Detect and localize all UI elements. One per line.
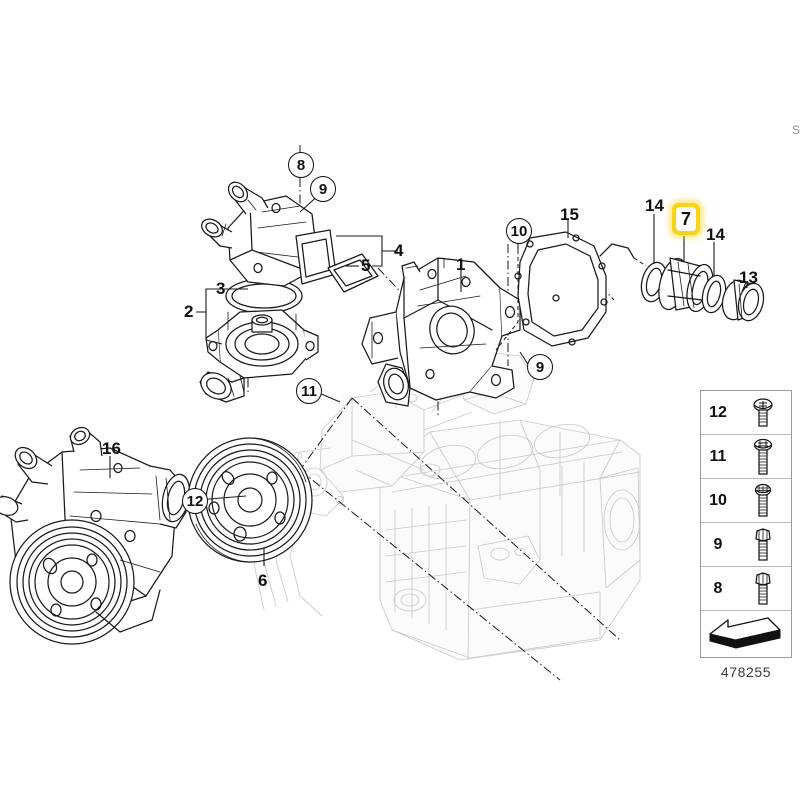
profile-gasket-5 bbox=[327, 253, 379, 293]
direction-arrow-icon bbox=[701, 614, 791, 652]
torx-bolt-long-icon bbox=[735, 438, 791, 476]
legend-row-9[interactable]: 9 bbox=[701, 523, 791, 567]
callout-6[interactable]: 6 bbox=[258, 571, 268, 590]
legend-number-12: 12 bbox=[709, 403, 727, 421]
callout-2[interactable]: 2 bbox=[184, 302, 194, 321]
legend-number-9: 9 bbox=[713, 535, 723, 553]
legend-number-8: 8 bbox=[713, 579, 723, 597]
legend-number-10: 10 bbox=[709, 491, 727, 509]
callout-3[interactable]: 3 bbox=[216, 279, 226, 298]
callout-14-b[interactable]: 14 bbox=[706, 225, 725, 244]
callout-7-label: 7 bbox=[676, 207, 696, 231]
legend-row-8[interactable]: 8 bbox=[701, 567, 791, 611]
torx-bolt-medium-icon bbox=[735, 483, 791, 519]
callout-1[interactable]: 1 bbox=[456, 255, 466, 274]
coolant-pipe-seal-set bbox=[599, 243, 765, 322]
hex-flange-bolt-icon-9 bbox=[735, 527, 791, 563]
flange-gasket-4 bbox=[295, 229, 337, 285]
callout-4[interactable]: 4 bbox=[394, 241, 404, 260]
callout-13[interactable]: 13 bbox=[739, 268, 758, 287]
callout-9-upper[interactable]: 9 bbox=[310, 176, 336, 202]
callout-10[interactable]: 10 bbox=[506, 218, 532, 244]
water-pump-housing bbox=[361, 257, 521, 407]
callout-11[interactable]: 11 bbox=[296, 378, 322, 404]
diagram-code: 478255 bbox=[720, 664, 772, 680]
edge-text-fragment: S bbox=[791, 123, 800, 137]
callout-8[interactable]: 8 bbox=[288, 152, 314, 178]
fastener-legend: 12 11 bbox=[700, 390, 792, 658]
pulley-6 bbox=[187, 437, 313, 563]
hex-flange-bolt-icon-8 bbox=[735, 571, 791, 607]
legend-row-12[interactable]: 12 bbox=[701, 391, 791, 435]
callout-12[interactable]: 12 bbox=[182, 488, 208, 514]
o-ring-14-b bbox=[701, 274, 727, 314]
leader-13b bbox=[741, 281, 747, 293]
callout-14-a[interactable]: 14 bbox=[645, 196, 664, 215]
callout-7-highlighted[interactable]: 7 bbox=[672, 203, 700, 235]
pump-assembly-16 bbox=[0, 426, 191, 645]
callout-5[interactable]: 5 bbox=[361, 256, 371, 275]
upper-thermostat-housing bbox=[201, 181, 379, 293]
hex-socket-bolt-short-icon bbox=[735, 396, 791, 430]
legend-row-arrow bbox=[701, 611, 791, 655]
callout-16[interactable]: 16 bbox=[102, 439, 121, 458]
pump-gasket-15 bbox=[514, 231, 608, 347]
legend-row-11[interactable]: 11 bbox=[701, 435, 791, 479]
legend-row-10[interactable]: 10 bbox=[701, 479, 791, 523]
callout-15[interactable]: 15 bbox=[560, 205, 579, 224]
legend-number-11: 11 bbox=[709, 447, 727, 465]
callout-9-lower[interactable]: 9 bbox=[527, 354, 553, 380]
